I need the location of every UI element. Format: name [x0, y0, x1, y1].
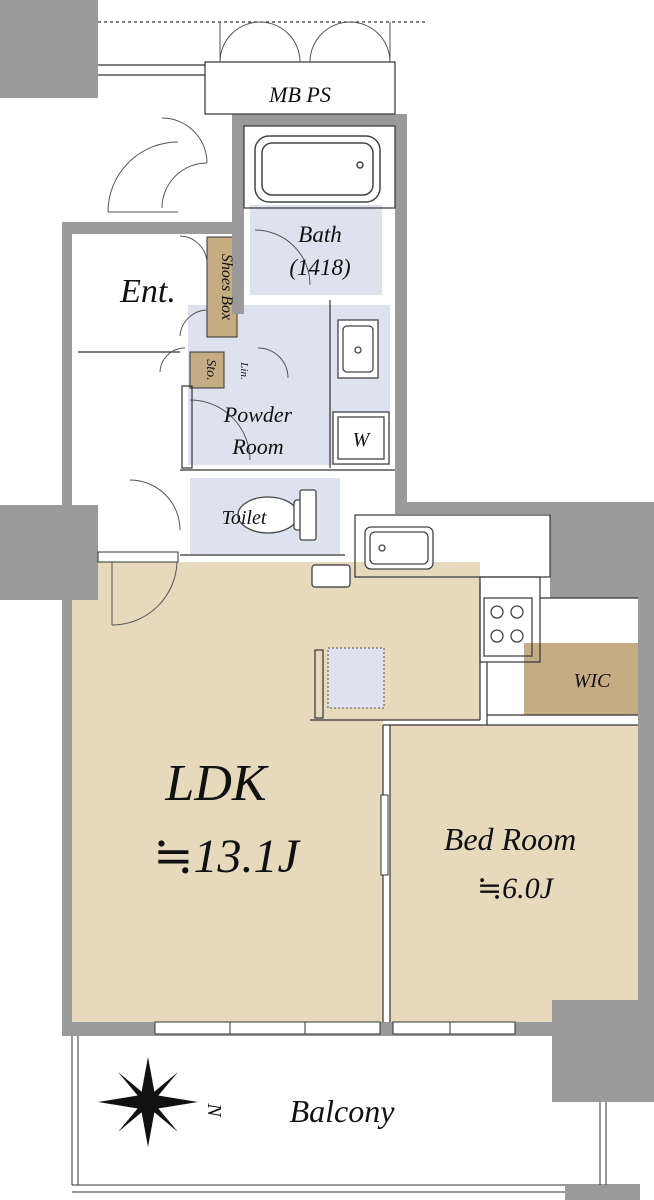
label-entrance: Ent. — [119, 273, 176, 310]
stove — [483, 597, 533, 657]
bath-floor — [250, 205, 382, 295]
label-bedroom-size: ≒6.0J — [477, 872, 555, 905]
bathtub — [254, 135, 381, 203]
wall-right-upper — [395, 114, 407, 504]
label-north: N — [203, 1102, 225, 1118]
label-bath: Bath — [298, 222, 341, 247]
wic-floor — [524, 643, 638, 715]
wall-bath-left — [232, 114, 244, 314]
label-powder: Powder — [223, 402, 293, 427]
balcony-outline — [71, 1036, 640, 1193]
windows — [97, 551, 516, 1035]
label-toilet: Toilet — [222, 507, 267, 529]
label-ldk-size: ≒13.1J — [153, 830, 301, 883]
compass-icon — [98, 1057, 198, 1147]
pillar-mid-left — [0, 505, 98, 600]
sliding-door — [380, 794, 389, 876]
right-outer-wall — [638, 502, 654, 1002]
dining-table — [327, 647, 385, 709]
label-storage: Sto. — [203, 359, 218, 380]
label-shoes-box: Shoes Box — [218, 254, 235, 320]
toilet-bowl — [237, 489, 317, 541]
label-wic: WIC — [574, 670, 611, 692]
label-mbps: MB PS — [268, 82, 331, 107]
washer-space — [332, 411, 390, 465]
bedroom-floor — [390, 725, 638, 1023]
pillar-top-left — [0, 0, 98, 98]
label-bath-size: (1418) — [289, 255, 350, 280]
wash-basin — [337, 319, 379, 379]
storage-closet — [189, 351, 225, 389]
kitchen-sink — [364, 526, 434, 570]
label-linen: Lin. — [238, 361, 250, 379]
label-washer: W — [353, 429, 372, 451]
label-ldk: LDK — [164, 755, 268, 812]
wall-bath-top — [232, 114, 407, 126]
pillar-bottom-right — [552, 1000, 654, 1102]
walls — [0, 0, 654, 1102]
label-balcony: Balcony — [290, 1093, 396, 1129]
wall-ent-top — [62, 222, 244, 234]
doors — [107, 21, 391, 626]
wall-top-right-upper — [550, 502, 654, 598]
drain — [565, 1185, 640, 1200]
wall-kitchen-top — [395, 502, 555, 514]
label-powder-room: Room — [231, 434, 283, 459]
left-outer-wall — [62, 225, 72, 1035]
label-bedroom: Bed Room — [444, 821, 576, 857]
